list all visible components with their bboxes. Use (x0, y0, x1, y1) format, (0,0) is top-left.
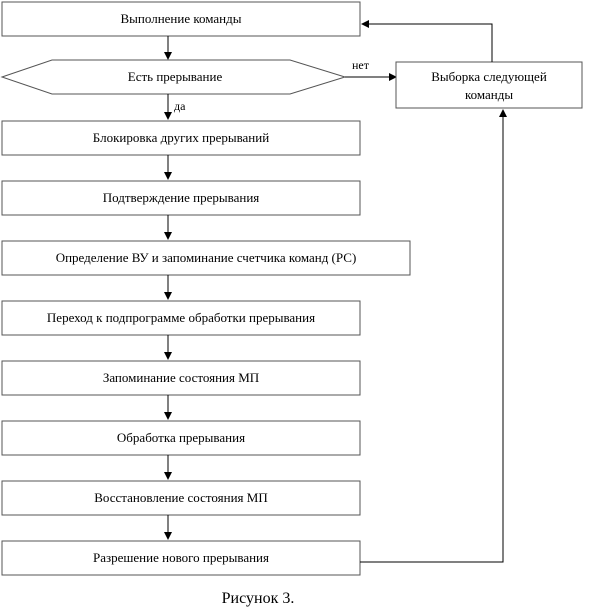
save-state-box (1, 360, 361, 396)
no-label: нет (352, 58, 370, 72)
execute-command-box (1, 1, 361, 37)
execute-command-label: Выполнение команды (121, 11, 242, 26)
save-state-label: Запоминание состояния МП (103, 370, 259, 385)
arrow-fetch-to-execute (361, 20, 493, 62)
process-interrupt-label: Обработка прерывания (117, 430, 245, 445)
restore-state-box (1, 480, 361, 516)
fetch-next-label-line1: Выборка следующей (431, 69, 547, 84)
process-interrupt-box (1, 420, 361, 456)
interrupt-decision-label: Есть прерывание (128, 69, 223, 84)
restore-state-label: Восстановление состояния МП (94, 490, 267, 505)
fetch-next-box (395, 61, 583, 109)
transition-handler-box (1, 300, 361, 336)
figure-caption: Рисунок 3. (222, 590, 295, 607)
enable-interrupt-label: Разрешение нового прерывания (93, 550, 269, 565)
confirm-interrupt-label: Подтверждение прерывания (103, 190, 260, 205)
identify-device-label: Определение ВУ и запоминание счетчика ко… (56, 250, 357, 265)
identify-device-box (1, 240, 411, 276)
confirm-interrupt-box (1, 180, 361, 216)
block-interrupts-box (1, 120, 361, 156)
transition-handler-label: Переход к подпрограмме обработки прерыва… (47, 310, 315, 325)
block-interrupts-label: Блокировка других прерываний (93, 130, 269, 145)
arrow-enable-to-fetch (360, 109, 507, 563)
yes-label: да (174, 99, 186, 113)
enable-interrupt-box (1, 540, 361, 576)
fetch-next-label-line2: команды (465, 87, 513, 102)
